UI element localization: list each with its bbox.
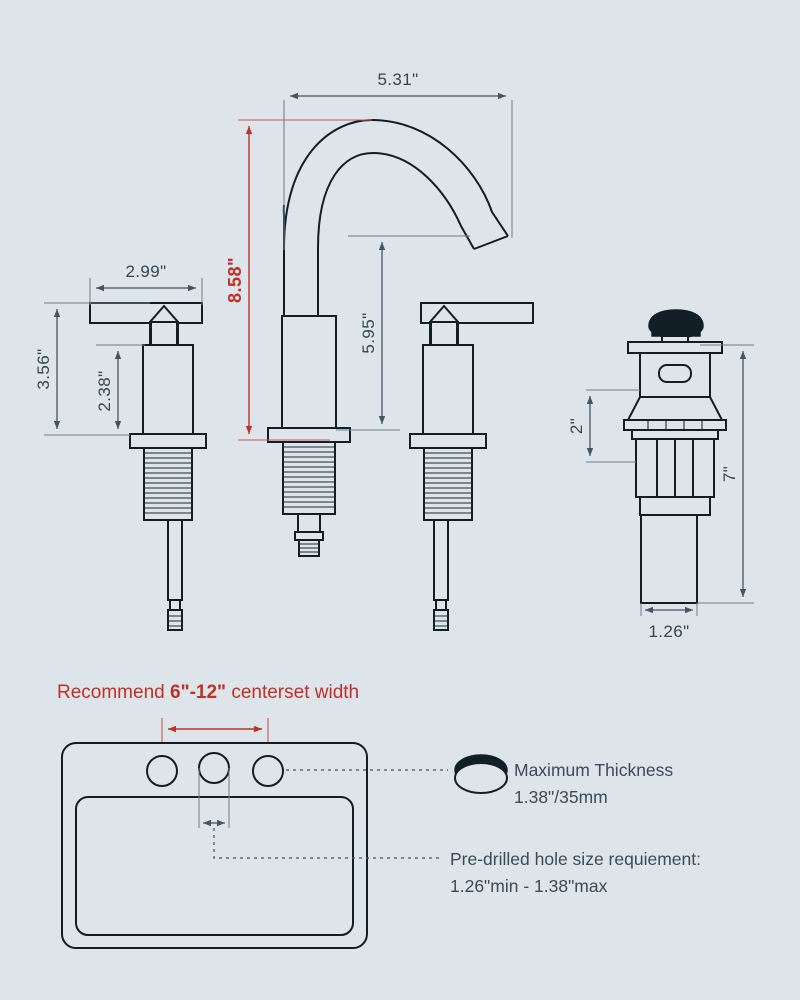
- left-handle-drawing: [89, 302, 207, 631]
- faucet-spout-drawing: [267, 118, 509, 557]
- sink-hole-right: [252, 755, 284, 787]
- note-hole-size: Pre-drilled hole size requiement: 1.26"m…: [450, 849, 701, 896]
- headline-emphasis: 6"-12": [170, 682, 226, 703]
- dimension-label-handle-width: 2.99": [125, 262, 166, 281]
- countertop-thickness-icon: [454, 754, 508, 794]
- left-handle-thread-hatch: [144, 452, 192, 514]
- installation-headline: Recommend 6"-12" centerset width: [57, 682, 359, 703]
- note-max-thickness: Maximum Thickness 1.38"/35mm: [514, 760, 673, 807]
- dimension-label-handle-total-height: 3.56": [34, 348, 53, 389]
- headline-prefix: Recommend: [57, 682, 170, 703]
- dimension-spout-height: 5.95": [336, 235, 470, 431]
- dimension-handle-body-height: 2.38": [95, 344, 145, 436]
- dimension-label-drain-length: 7": [720, 466, 739, 482]
- svg-text:Recommend 6"-12" centerset wid: Recommend 6"-12" centerset width: [57, 682, 359, 703]
- note-max-thickness-line2: 1.38"/35mm: [514, 787, 608, 807]
- dimension-label-total-height: 8.58": [225, 257, 245, 303]
- right-handle-drawing: [409, 302, 534, 631]
- dimension-total-height: 8.58": [225, 119, 372, 441]
- dimension-drain-length: 7": [697, 344, 754, 604]
- note-hole-size-line1: Pre-drilled hole size requiement:: [450, 849, 701, 869]
- dimension-drain-upper: 2": [567, 389, 640, 463]
- note-hole-size-line2: 1.26"min - 1.38"max: [450, 876, 608, 896]
- sink-hole-center: [198, 752, 230, 784]
- note-max-thickness-line1: Maximum Thickness: [514, 760, 673, 780]
- dimension-label-handle-body-height: 2.38": [95, 370, 114, 411]
- dimension-label-drain-upper: 2": [567, 418, 586, 434]
- dimension-label-drain-diameter: 1.26": [648, 622, 689, 641]
- sink-drawing: [61, 742, 368, 949]
- dimension-label-spout-width: 5.31": [377, 70, 418, 89]
- sink-hole-left: [146, 755, 178, 787]
- dimension-spout-width: 5.31": [283, 70, 513, 250]
- dimension-label-spout-height: 5.95": [359, 312, 378, 353]
- spout-thread-hatch: [283, 446, 335, 508]
- pop-up-drain-drawing: [623, 309, 727, 604]
- dimension-drain-diameter: 1.26": [640, 603, 698, 641]
- right-handle-thread-hatch: [424, 452, 472, 514]
- leader-hole-size: [213, 828, 440, 859]
- dimension-handle-total-height: 3.56": [34, 302, 150, 436]
- dimension-handle-width: 2.99": [89, 262, 203, 305]
- headline-suffix: centerset width: [226, 682, 359, 703]
